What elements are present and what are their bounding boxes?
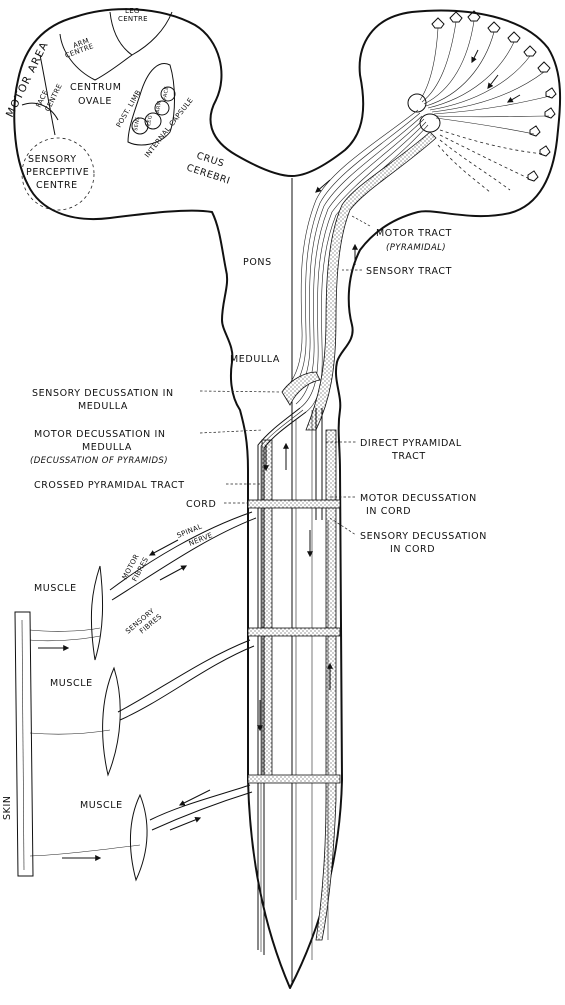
- internal-capsule: [127, 63, 175, 146]
- centrum-ovale-label-1: CENTRUM: [70, 82, 122, 93]
- muscle-3-label: MUSCLE: [80, 800, 123, 811]
- direct-pyramidal-label-1: DIRECT PYRAMIDAL: [360, 438, 462, 449]
- skin-label: SKIN: [2, 795, 13, 820]
- leg-centre-label-2: CENTRE: [118, 15, 148, 23]
- muscle-2-label: MUSCLE: [50, 678, 93, 689]
- sensory-perceptive-centre-ring: [21, 137, 95, 211]
- capsule-arm-label: ARM: [155, 100, 163, 113]
- motor-decussation-cord-label-2: IN CORD: [366, 506, 411, 517]
- spinal-nerve-2: [29, 639, 255, 735]
- sensory-decussation-medulla: [281, 371, 321, 406]
- right-capsule-knot-upper: [407, 93, 427, 113]
- face-centre-lower: [21, 102, 59, 121]
- spinal-nerve-3: [29, 784, 253, 857]
- capsule-sens-label: SENS: [133, 116, 141, 131]
- motor-tract-sub-label: (PYRAMIDAL): [386, 243, 446, 253]
- sensory-column-right: [315, 429, 337, 941]
- cord-label: CORD: [186, 499, 216, 510]
- centrum-ovale-label-2: OVALE: [78, 96, 112, 107]
- direct-pyramidal-label-2: TRACT: [391, 451, 426, 462]
- sensory-decussation-cord-label-2: IN CORD: [390, 544, 435, 555]
- muscle-2-shape: [102, 666, 121, 777]
- spinal-nerve-1: [29, 511, 257, 642]
- leader-lines: [199, 215, 371, 536]
- sensory-decussation-cord-label-1: SENSORY DECUSSATION: [360, 531, 487, 542]
- motor-tract-label: MOTOR TRACT: [376, 228, 452, 239]
- arm-centre-region: [59, 33, 133, 81]
- motor-decussation-medulla-label-3: (DECUSSATION OF PYRAMIDS): [30, 456, 168, 466]
- cord-decussations: [247, 499, 341, 784]
- crossed-pyramidal-label: CROSSED PYRAMIDAL TRACT: [34, 480, 185, 491]
- crus-cerebri-label-2: CEREBRI: [185, 162, 232, 186]
- sensory-perceptive-label-2: PERCEPTIVE: [26, 167, 89, 178]
- sensory-tract-band: [305, 131, 437, 431]
- right-capsule-knot-lower: [419, 113, 441, 133]
- motor-decussation-medulla-label-1: MOTOR DECUSSATION IN: [34, 429, 166, 440]
- capsule-leg-oval: [144, 112, 162, 130]
- capsule-leg-label: LEG: [146, 115, 154, 127]
- face-centre-region: [39, 54, 56, 136]
- capsule-arm-oval: [154, 100, 170, 116]
- motor-decussation-medulla-label-2: MEDULLA: [82, 442, 132, 453]
- capsule-sens-oval: [131, 117, 149, 135]
- capsule-face-oval: [160, 86, 176, 102]
- sensory-perceptive-label-1: SENSORY: [28, 154, 77, 165]
- medulla-label: MEDULLA: [230, 354, 280, 365]
- sensory-decussation-medulla-label-2: MEDULLA: [78, 401, 128, 412]
- skin-strip: [14, 611, 34, 877]
- motor-decussation-cord-label-1: MOTOR DECUSSATION: [360, 493, 477, 504]
- cortex-cells: [431, 10, 557, 182]
- cortical-motor-fibres: [419, 20, 551, 135]
- muscle-1-shape: [90, 565, 104, 661]
- sensory-perceptive-label-3: CENTRE: [36, 180, 78, 191]
- sensory-tract-label: SENSORY TRACT: [366, 266, 452, 277]
- cortical-sensory-fibres: [437, 129, 545, 193]
- cord-arrows: [257, 179, 358, 732]
- leg-centre-label-1: LEG: [125, 7, 140, 15]
- pons-label: PONS: [243, 257, 272, 268]
- capsule-face-label: FACE: [162, 86, 170, 100]
- muscle-1-label: MUSCLE: [34, 583, 77, 594]
- brain-outline: [13, 8, 562, 989]
- sensory-decussation-medulla-label-1: SENSORY DECUSSATION IN: [32, 388, 174, 399]
- muscle-3-shape: [129, 793, 148, 882]
